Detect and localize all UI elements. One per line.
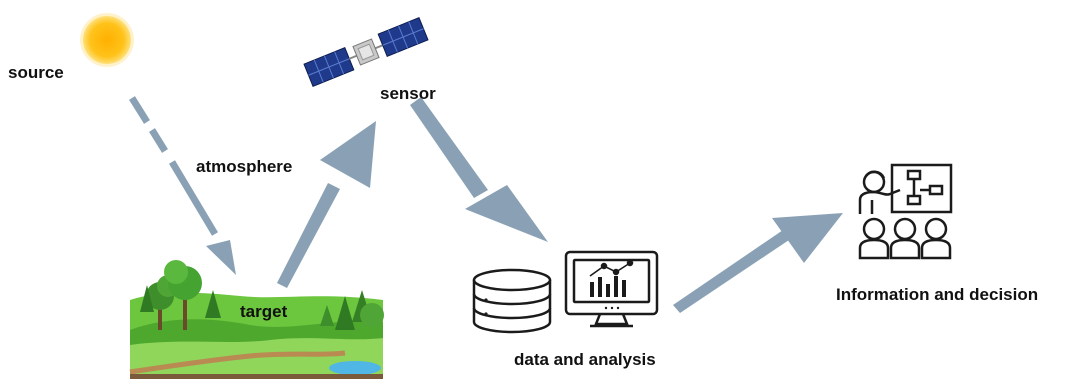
monitor-chart-icon — [564, 250, 659, 328]
target-label: target — [240, 302, 288, 321]
source-to-target-arrow — [129, 96, 236, 275]
information-and-decision-label: Information and decision — [836, 285, 1039, 304]
database-icon — [472, 268, 552, 334]
data-to-information-arrow — [673, 213, 843, 313]
sun-icon — [80, 13, 134, 67]
satellite-icon — [303, 16, 429, 88]
sensor-to-data-arrow — [410, 97, 548, 242]
presentation-meeting-icon — [858, 163, 953, 260]
atmosphere-label: atmosphere — [196, 157, 293, 176]
target-to-sensor-arrow — [277, 121, 376, 288]
landscape-illustration — [129, 260, 384, 379]
sensor-label: sensor — [380, 84, 436, 103]
arrows — [129, 96, 843, 313]
source-label: source — [8, 63, 64, 82]
data-and-analysis-label: data and analysis — [514, 350, 656, 369]
